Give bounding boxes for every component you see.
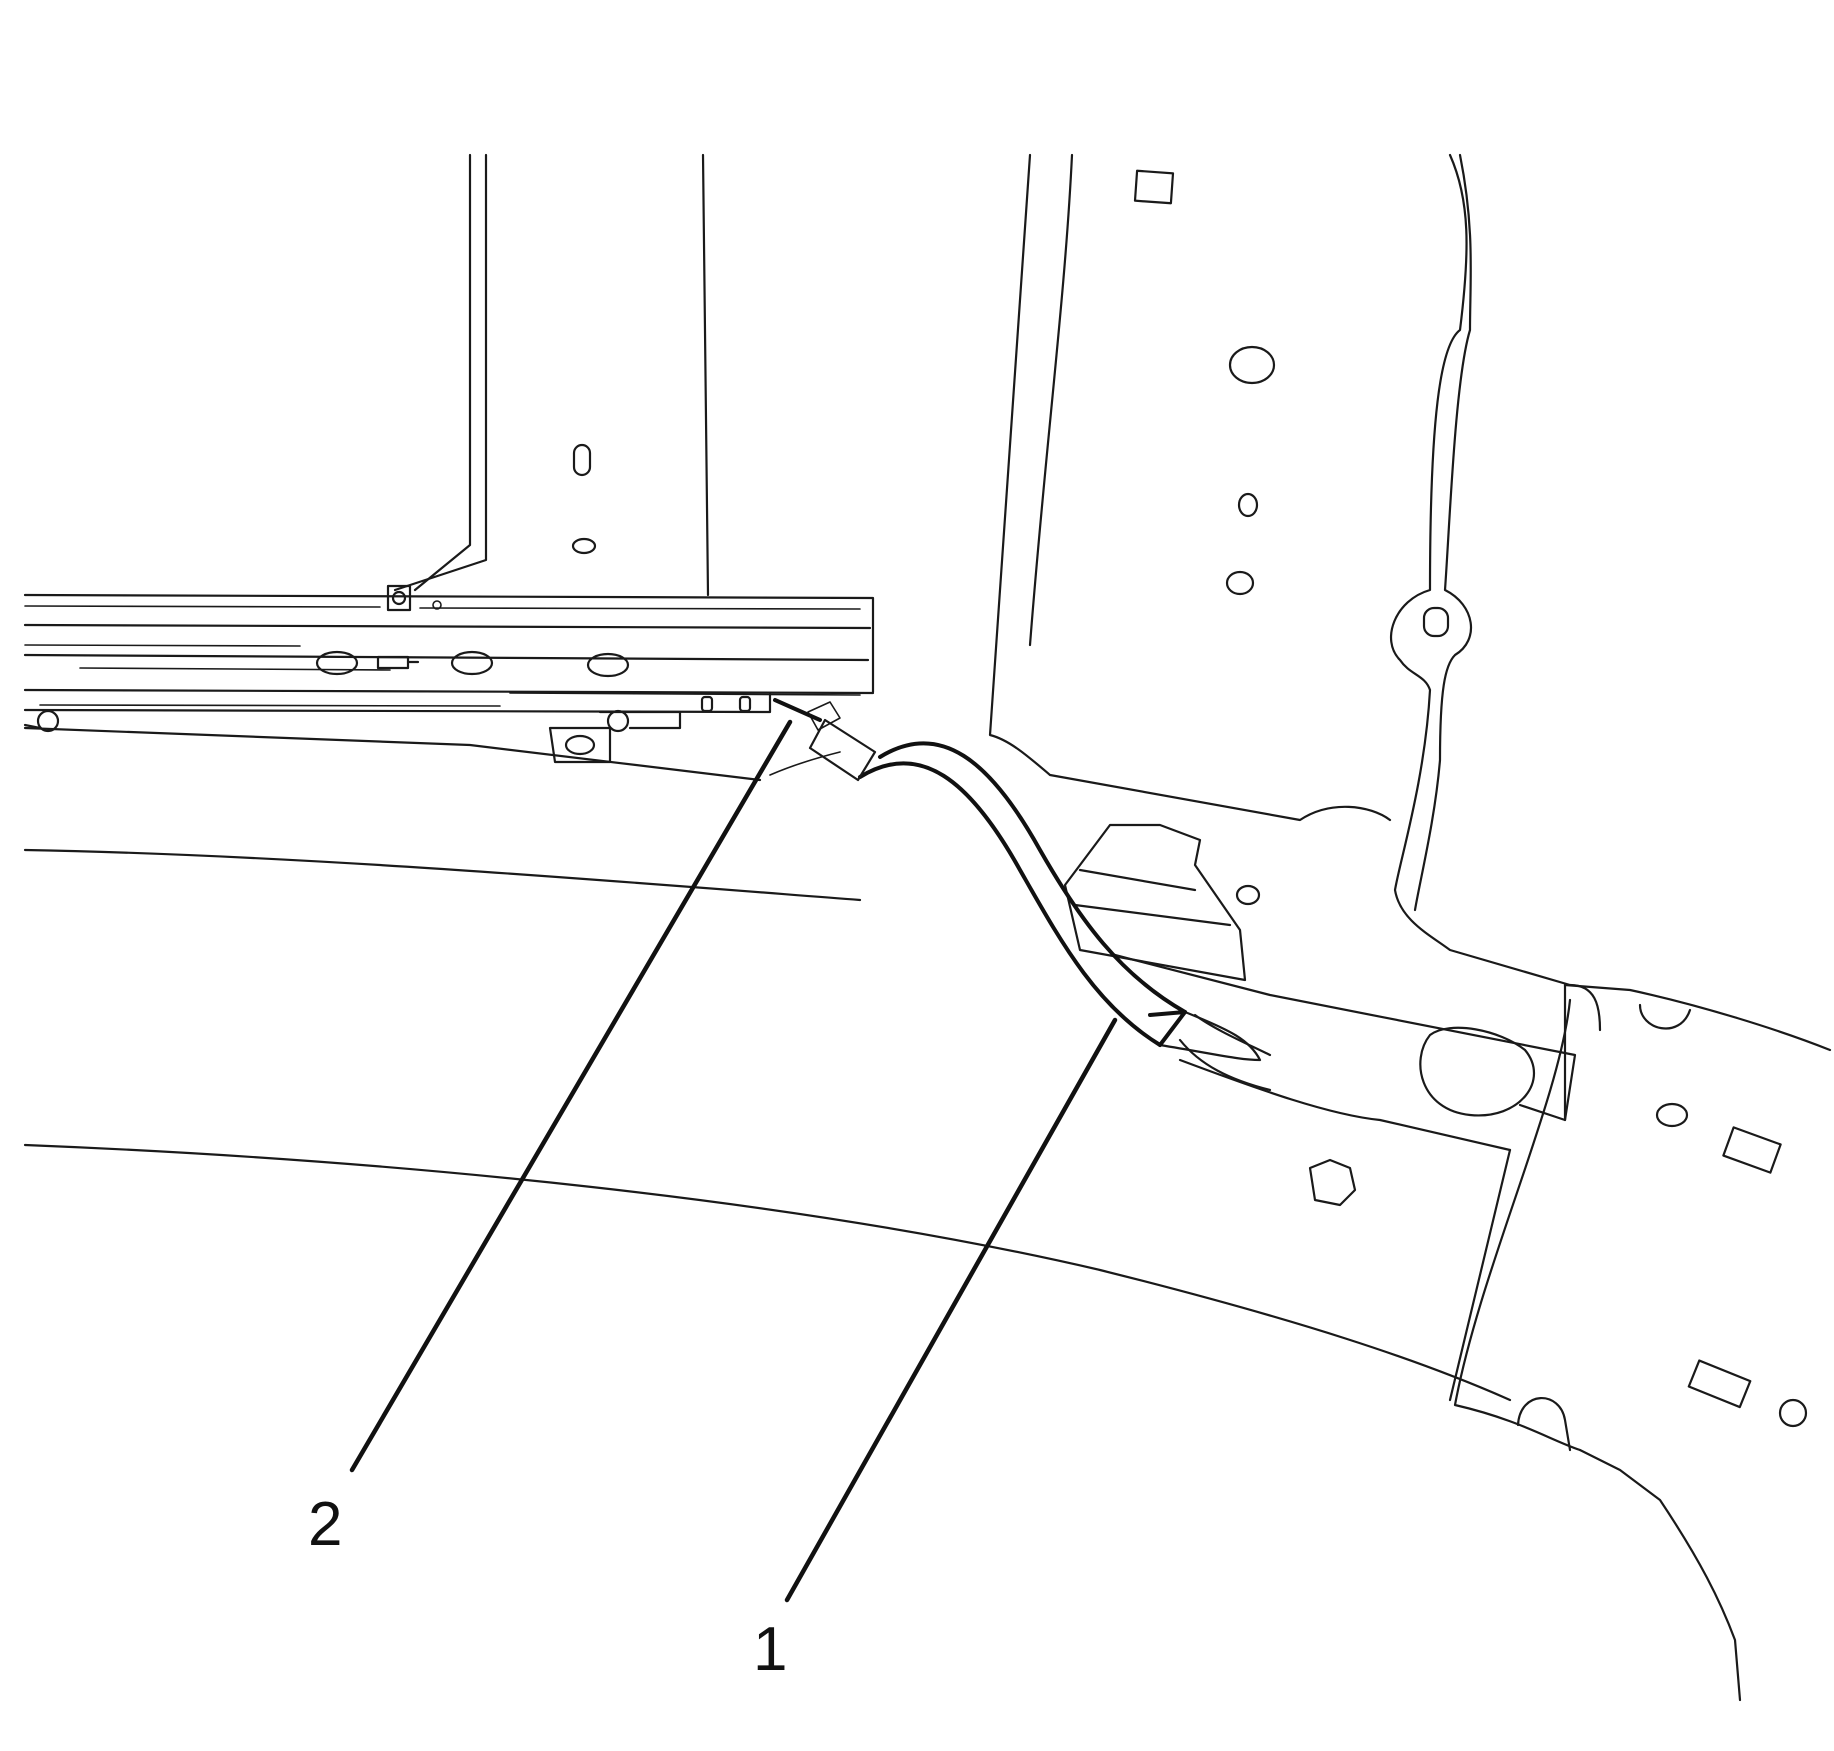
floor-pan — [23, 848, 1512, 1402]
leader-line-2 — [349, 719, 793, 1473]
right-body-structure — [988, 153, 1602, 1032]
leader-line-1 — [784, 1017, 1118, 1603]
hose-assembly — [773, 698, 1272, 1092]
callout-1: 1 — [753, 1615, 787, 1684]
floor-panel-right — [1113, 953, 1832, 1702]
callout-2: 2 — [308, 1490, 342, 1559]
pillar-upper — [393, 153, 710, 597]
leader-lines — [349, 719, 1118, 1603]
bracket-plate — [1063, 823, 1247, 982]
callouts: 1 2 — [308, 1490, 787, 1684]
rocker-rail — [23, 584, 875, 782]
